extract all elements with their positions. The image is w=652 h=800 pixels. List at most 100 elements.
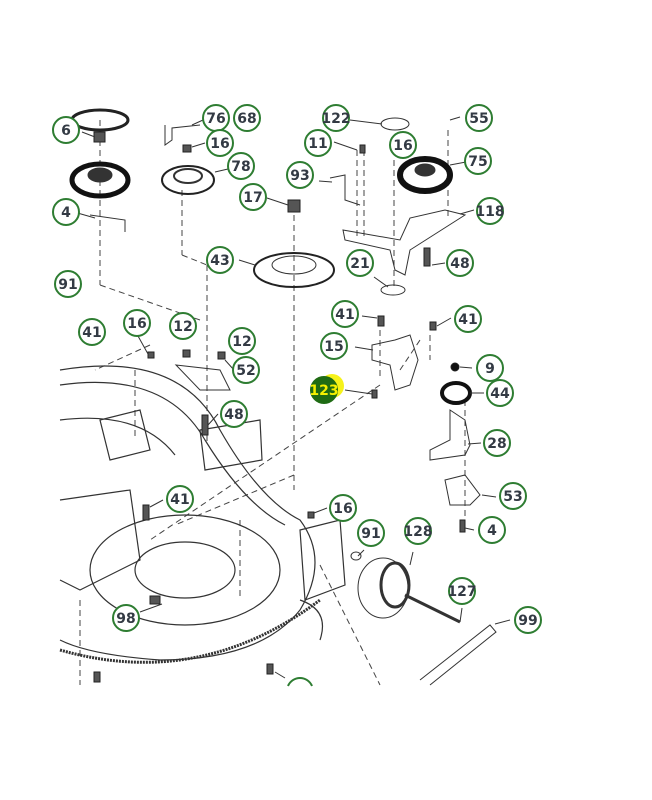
callout-91[interactable]: 91 bbox=[54, 270, 82, 298]
callout-68[interactable]: 68 bbox=[233, 104, 261, 132]
callout-41[interactable]: 41 bbox=[454, 305, 482, 333]
callout-44[interactable]: 44 bbox=[486, 379, 514, 407]
callout-label: 41 bbox=[82, 325, 101, 341]
callout-48[interactable]: 48 bbox=[220, 400, 248, 428]
hardware bbox=[93, 131, 466, 683]
callout-118[interactable]: 118 bbox=[475, 197, 505, 225]
callout-circle bbox=[389, 131, 417, 159]
callout-label: 76 bbox=[206, 111, 225, 127]
callout-label: 75 bbox=[468, 154, 487, 170]
callout-99[interactable]: 99 bbox=[514, 606, 542, 634]
callout-17[interactable]: 17 bbox=[239, 183, 267, 211]
callout-128[interactable]: 128 bbox=[403, 517, 433, 545]
callout-15[interactable]: 15 bbox=[320, 332, 348, 360]
callout-circle bbox=[322, 104, 350, 132]
brackets bbox=[89, 117, 497, 686]
callout-label: 21 bbox=[350, 256, 369, 272]
callout-circle bbox=[486, 379, 514, 407]
callout-circle bbox=[52, 198, 80, 226]
pulleys bbox=[69, 108, 472, 405]
callout-circle bbox=[465, 104, 493, 132]
callout-21[interactable]: 21 bbox=[346, 249, 374, 277]
callout-41[interactable]: 41 bbox=[166, 485, 194, 513]
callout-41[interactable]: 41 bbox=[331, 300, 359, 328]
callout-16[interactable]: 16 bbox=[123, 309, 151, 337]
callout-circle bbox=[346, 249, 374, 277]
callout-circle bbox=[483, 429, 511, 457]
callout-circle bbox=[404, 517, 432, 545]
callout-label: 52 bbox=[236, 363, 255, 379]
callout-label: 91 bbox=[361, 526, 380, 542]
callout-label: 127 bbox=[447, 584, 476, 600]
callout-16[interactable]: 16 bbox=[206, 129, 234, 157]
callout-label: 4 bbox=[487, 523, 497, 539]
callout-9[interactable]: 9 bbox=[476, 354, 504, 382]
callout-label: 6 bbox=[61, 123, 71, 139]
callout-circle bbox=[112, 604, 140, 632]
callout-circle bbox=[232, 356, 260, 384]
callout-123[interactable]: 123 bbox=[309, 374, 344, 404]
callout-label: 28 bbox=[487, 436, 506, 452]
callout-75[interactable]: 75 bbox=[464, 147, 492, 175]
callout-circle bbox=[228, 327, 256, 355]
callout-93[interactable]: 93 bbox=[286, 161, 314, 189]
callout-label: 68 bbox=[237, 111, 256, 127]
callout-circle bbox=[514, 606, 542, 634]
callout-43[interactable]: 43 bbox=[206, 246, 234, 274]
callout-12[interactable]: 12 bbox=[169, 312, 197, 340]
callout-circle bbox=[464, 147, 492, 175]
callout-127[interactable]: 127 bbox=[447, 577, 477, 605]
callout-4[interactable]: 4 bbox=[478, 516, 506, 544]
callout-circle bbox=[357, 519, 385, 547]
callout-41[interactable]: 41 bbox=[78, 318, 106, 346]
callout-28[interactable]: 28 bbox=[483, 429, 511, 457]
callout-12[interactable]: 12 bbox=[228, 327, 256, 355]
callout-circle bbox=[476, 354, 504, 382]
callout-circle bbox=[206, 246, 234, 274]
callout-label: 16 bbox=[210, 136, 229, 152]
callout-partial bbox=[287, 677, 313, 687]
callout-76[interactable]: 76 bbox=[202, 104, 230, 132]
callout-4[interactable]: 4 bbox=[52, 198, 80, 226]
callout-48[interactable]: 48 bbox=[446, 249, 474, 277]
callout-circle bbox=[310, 376, 338, 404]
frame-mask bbox=[0, 0, 52, 800]
callout-circle bbox=[166, 485, 194, 513]
callout-16[interactable]: 16 bbox=[329, 494, 357, 522]
callout-label: 44 bbox=[490, 386, 510, 402]
mower-deck bbox=[59, 365, 346, 664]
callout-circle bbox=[123, 309, 151, 337]
callout-label: 41 bbox=[170, 492, 189, 508]
callout-55[interactable]: 55 bbox=[465, 104, 493, 132]
callout-11[interactable]: 11 bbox=[304, 129, 332, 157]
callout-circle bbox=[331, 300, 359, 328]
callout-53[interactable]: 53 bbox=[499, 482, 527, 510]
callout-6[interactable]: 6 bbox=[52, 116, 80, 144]
callout-circle bbox=[227, 152, 255, 180]
frame-mask bbox=[0, 686, 652, 800]
callout-16[interactable]: 16 bbox=[389, 131, 417, 159]
callout-circle bbox=[169, 312, 197, 340]
callout-label: 93 bbox=[290, 168, 309, 184]
callout-circle bbox=[329, 494, 357, 522]
callout-52[interactable]: 52 bbox=[232, 356, 260, 384]
callout-98[interactable]: 98 bbox=[112, 604, 140, 632]
callout-label: 41 bbox=[335, 307, 354, 323]
frame-mask bbox=[0, 0, 652, 100]
callout-circle bbox=[220, 400, 248, 428]
callout-circle bbox=[304, 129, 332, 157]
callout-122[interactable]: 122 bbox=[321, 104, 351, 132]
frame-mask bbox=[565, 0, 652, 800]
callout-78[interactable]: 78 bbox=[227, 152, 255, 180]
callout-label: 16 bbox=[127, 316, 146, 332]
callout-label: 48 bbox=[450, 256, 469, 272]
callout-label: 98 bbox=[116, 611, 135, 627]
callout-label: 17 bbox=[243, 190, 262, 206]
drawing bbox=[59, 108, 511, 686]
callout-91[interactable]: 91 bbox=[357, 519, 385, 547]
callout-circle bbox=[78, 318, 106, 346]
callout-label: 48 bbox=[224, 407, 243, 423]
callout-label: 78 bbox=[231, 159, 250, 175]
